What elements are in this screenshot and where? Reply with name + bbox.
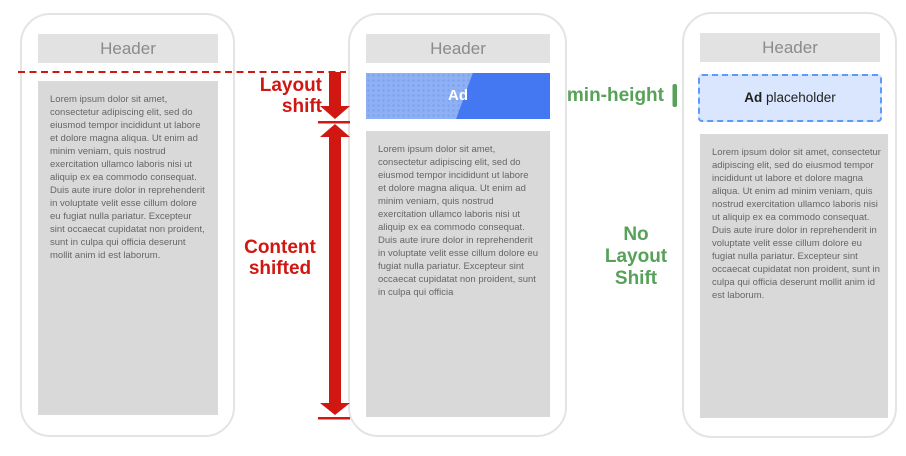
ad-banner-label: Ad <box>448 87 468 104</box>
phone-header: Header <box>700 33 880 62</box>
phone-with-placeholder: Header Ad placeholder Lorem ipsum dolor … <box>682 12 897 438</box>
lorem-content-block: Lorem ipsum dolor sit amet, consectetur … <box>700 134 888 418</box>
lorem-content-block-shifted: Lorem ipsum dolor sit amet, consectetur … <box>366 131 550 417</box>
ad-banner: Ad <box>366 73 550 119</box>
ad-placeholder-rest-label: placeholder <box>762 90 836 105</box>
phone-header: Header <box>366 34 550 63</box>
phone-with-ad: Header Ad Lorem ipsum dolor sit amet, co… <box>348 13 567 437</box>
phone-before-ad: Header Lorem ipsum dolor sit amet, conse… <box>20 13 235 437</box>
layout-shift-arrow <box>318 72 350 124</box>
ad-placeholder-box: Ad placeholder <box>698 74 882 122</box>
lorem-content-block: Lorem ipsum dolor sit amet, consectetur … <box>38 81 218 415</box>
min-height-label: min-height <box>566 85 664 106</box>
ad-placeholder-bold-label: Ad <box>744 90 763 105</box>
no-layout-shift-label: No Layout Shift <box>604 224 668 289</box>
layout-shift-label: Layout shift <box>259 75 322 117</box>
min-height-tick-bar <box>672 84 677 107</box>
content-shifted-label: Content shifted <box>244 237 316 279</box>
phone-header: Header <box>38 34 218 63</box>
